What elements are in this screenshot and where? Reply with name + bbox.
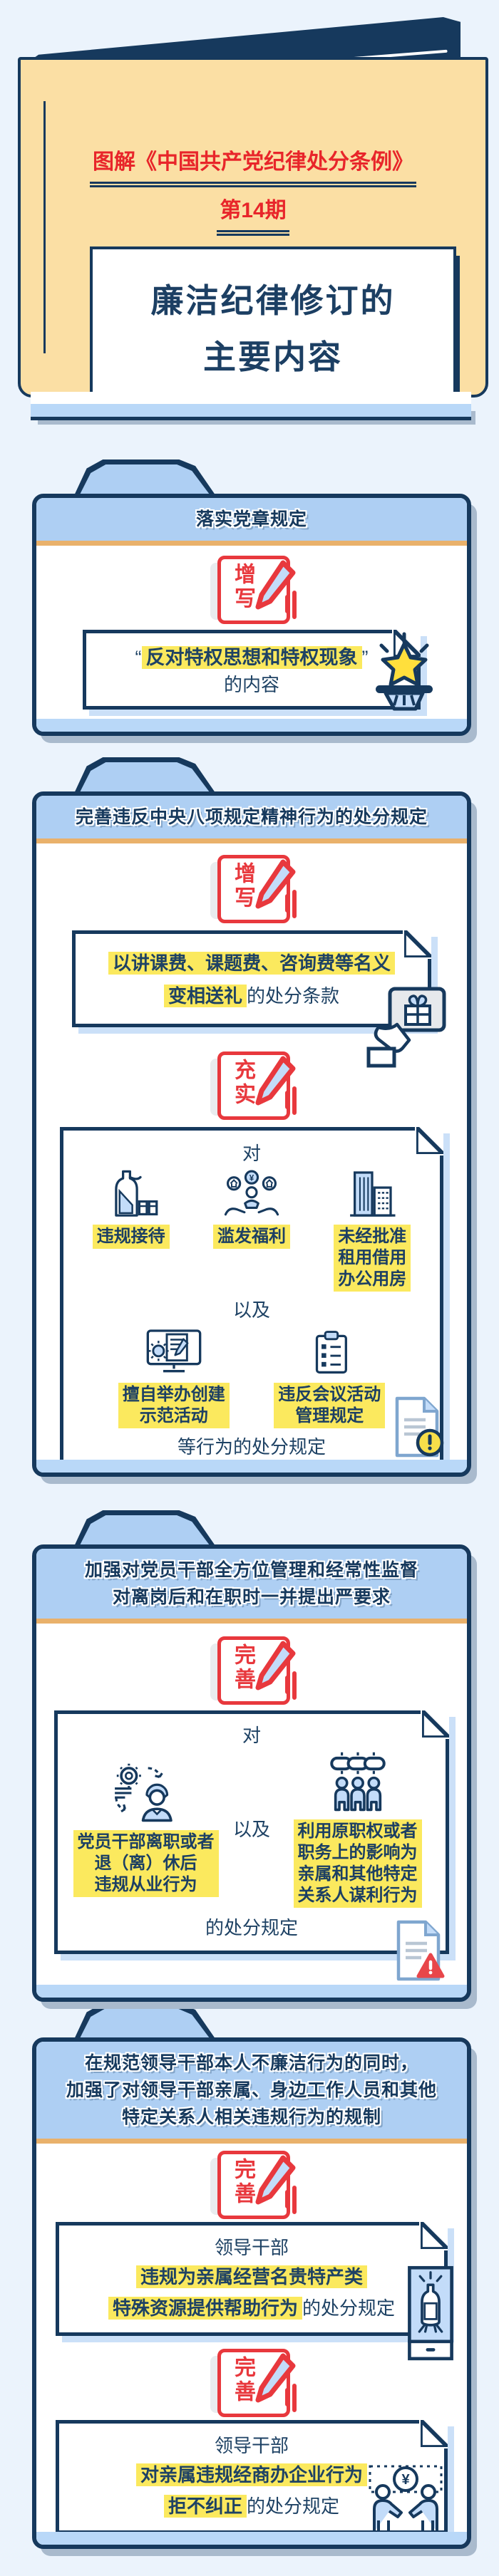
highlight-clause: 对亲属违规经商办企业行为 <box>135 2463 367 2486</box>
main-title: 廉洁纪律修订的 主要内容 <box>90 246 456 412</box>
section-4-paper-2: 领导干部 对亲属违规经商办企业行为 拒不纠正的处分规定 <box>56 2420 448 2532</box>
stamp-wanshan: 完善 <box>195 1636 309 1705</box>
folded-corner-icon <box>421 2420 448 2447</box>
section-4-paper-1: 领导干部 违规为亲属经营名贵特产类 特殊资源提供帮助行为的处分规定 <box>56 2222 448 2336</box>
section-1-footer-strip <box>36 719 467 732</box>
section-2-footer-strip <box>36 1460 467 1473</box>
folded-corner-icon <box>404 930 431 957</box>
behavior-item: 擅自举办创建 示范活动 <box>96 1327 252 1428</box>
series-title: 图解《中国共产党纪律处分条例》 <box>21 144 485 187</box>
section-1-paper: “反对特权思想和特权现象” 的内容 <box>83 630 421 710</box>
clause-tail: 的内容 <box>223 674 279 695</box>
section-3-header: 加强对党员干部全方位管理和经常性监督 对离岗后和在职时一并提出严要求 <box>36 1549 467 1624</box>
section-4-title-line1: 在规范领导干部本人不廉洁行为的同时， <box>84 2053 418 2073</box>
document-alert-icon <box>396 1920 445 1981</box>
gear-person-icon <box>114 1763 173 1822</box>
section-3-content: 完善 对 <box>36 1624 467 1985</box>
highlight-clause: 反对特权思想和特权现象 <box>141 646 362 669</box>
section-3-title-line1: 加强对党员干部全方位管理和经常性监督 <box>84 1560 418 1580</box>
section-4-header: 在规范领导干部本人不廉洁行为的同时， 加强了对领导干部亲属、身边工作人员和其他 … <box>36 2042 467 2144</box>
issue-label: 第14期 <box>21 192 485 236</box>
section-3-paper: 对 <box>54 1710 449 1954</box>
document-warning-icon <box>395 1396 444 1458</box>
lead-text: 领导干部 <box>214 2237 289 2258</box>
section-2-content: 增写 以讲课费、课题费、咨询费等名义 变相送礼的处分条款 <box>36 843 467 1460</box>
connector-text: 以及 <box>232 1819 270 1840</box>
section-2-folder: 完善违反中央八项规定精神行为的处分规定 增写 以讲课费、课题费、咨询费等名义 变… <box>32 757 471 1477</box>
pencil-edit-icon <box>255 2155 297 2214</box>
lead-text: 对 <box>242 1143 261 1164</box>
welfare-money-hands-icon: ¥ <box>224 1170 279 1216</box>
lead-text: 领导干部 <box>214 2435 289 2456</box>
pencil-edit-icon <box>255 2353 297 2412</box>
section-1-folder-tab <box>72 459 219 500</box>
book-spine-line <box>43 101 46 353</box>
highlight-clause: 违规为亲属经营名贵特产类 <box>135 2265 367 2288</box>
header-card: 图解《中国共产党纪律处分条例》 第14期 廉洁纪律修订的 主要内容 <box>18 57 488 412</box>
pencil-edit-icon <box>255 1056 297 1115</box>
section-2-paper-1: 以讲课费、课题费、咨询费等名义 变相送礼的处分条款 <box>72 930 431 1027</box>
section-4-folder: 在规范领导干部本人不廉洁行为的同时， 加强了对领导干部亲属、身边工作人员和其他 … <box>32 2003 471 2549</box>
behavior-item: 利用原职权或者 职务上的影响为 亲属和其他特定 关系人谋利行为 <box>277 1751 438 1908</box>
stamp-zengxie: 增写 <box>195 556 309 624</box>
behavior-item: 未经批准 租用借用 办公用房 <box>312 1169 433 1292</box>
bottle-showcase-icon <box>408 2265 453 2361</box>
highlight-clause: 以讲课费、课题费、咨询费等名义 <box>108 952 395 975</box>
behavior-item: ¥ 滥发福利 <box>191 1169 312 1249</box>
handshake-money-icon: ¥ <box>369 2465 443 2532</box>
section-2-header: 完善违反中央八项规定精神行为的处分规定 <box>36 796 467 843</box>
section-3-footer-strip <box>36 1985 467 1998</box>
clause-tail: 的处分条款 <box>247 985 340 1007</box>
main-title-line1: 廉洁纪律修订的 <box>150 281 396 319</box>
monitor-document-icon <box>146 1329 202 1373</box>
stamp-zengxie-2: 增写 <box>195 855 309 923</box>
behavior-item: 违反会议活动 管理规定 <box>252 1327 407 1428</box>
stamp-chongshi: 充实 <box>195 1051 309 1120</box>
clause-tail: 的处分规定 <box>205 1917 298 1938</box>
section-1-header: 落实党章规定 <box>36 498 467 546</box>
meeting-clipboard-icon <box>316 1331 348 1374</box>
section-4-content: 完善 领导干部 违规为亲属经营名贵特产类 特殊资源提供帮助行为的处分规定 <box>36 2144 467 2532</box>
star-award-hand-icon <box>376 632 433 711</box>
svg-text:¥: ¥ <box>401 2472 410 2488</box>
office-buildings-icon <box>350 1171 396 1217</box>
clause-tail: 等行为的处分规定 <box>177 1436 326 1458</box>
book-page-edge-white <box>31 392 471 404</box>
pencil-edit-icon <box>255 560 297 619</box>
lead-text: 对 <box>242 1725 261 1746</box>
folded-corner-icon <box>416 1127 443 1154</box>
section-4-footer-strip <box>36 2532 467 2545</box>
connector-text: 以及 <box>232 1299 270 1321</box>
liquor-bottle-cups-icon <box>114 1170 158 1217</box>
main-title-line2: 主要内容 <box>203 338 343 375</box>
section-2-title: 完善违反中央八项规定精神行为的处分规定 <box>75 807 428 827</box>
chain-people-icon <box>329 1752 386 1812</box>
pencil-edit-icon <box>255 859 297 918</box>
section-3-title-line2: 对离岗后和在职时一并提出严要求 <box>112 1587 391 1607</box>
section-1-title: 落实党章规定 <box>195 509 307 529</box>
clause-tail: 的处分规定 <box>247 2496 340 2517</box>
book-page-edge-blue <box>31 404 471 420</box>
section-1-content: 增写 “反对特权思想和特权现象” 的内容 <box>36 546 467 719</box>
pencil-edit-icon <box>255 1641 297 1700</box>
clause-tail: 的处分规定 <box>302 2297 396 2319</box>
stamp-wanshan-3: 完善 <box>195 2349 309 2417</box>
gift-card-hand-icon <box>366 987 446 1068</box>
stamp-wanshan-2: 完善 <box>195 2151 309 2219</box>
section-3-folder: 加强对党员干部全方位管理和经常性监督 对离岗后和在职时一并提出严要求 完善 对 <box>32 1510 471 2002</box>
section-4-title-line2: 加强了对领导干部亲属、身边工作人员和其他 <box>66 2080 437 2100</box>
folded-corner-icon <box>422 1710 449 1738</box>
section-2-paper-2: 对 违规接待 <box>60 1127 443 1460</box>
behavior-item: 党员干部离职或者 退（离）休后 违规从业行为 <box>65 1762 227 1897</box>
behavior-item: 违规接待 <box>71 1169 191 1249</box>
folded-corner-icon <box>421 2222 448 2249</box>
highlight-clause: 拒不纠正 <box>163 2495 247 2518</box>
section-4-title-line3: 特定关系人相关违规行为的规制 <box>121 2107 381 2127</box>
highlight-clause: 变相送礼 <box>163 985 247 1007</box>
svg-text:¥: ¥ <box>250 1173 254 1183</box>
highlight-clause: 特殊资源提供帮助行为 <box>108 2297 302 2320</box>
section-1-folder: 落实党章规定 增写 “反对特权思想和特权现象” 的内容 <box>32 459 471 736</box>
